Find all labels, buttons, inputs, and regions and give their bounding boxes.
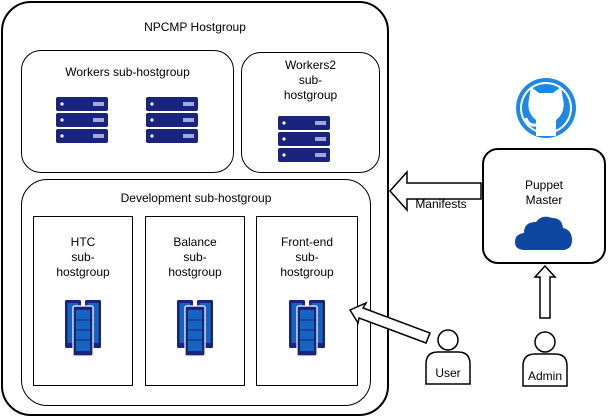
- puppet-master-title: Puppet Master: [524, 178, 564, 207]
- htc-sub-hostgroup: [33, 216, 133, 386]
- user-arrow: [348, 301, 431, 344]
- virtual-server-icon: [64, 299, 102, 357]
- user-label-overlay: User: [435, 366, 461, 380]
- manifests-label: Manifests: [415, 197, 467, 211]
- balance-title: Balance sub- hostgroup: [168, 235, 222, 279]
- admin-arrow: [533, 264, 557, 319]
- gitlab-label-overlay: Gitlab: [531, 99, 561, 111]
- manifests-arrow: [388, 170, 482, 212]
- rack-server-icon: [146, 97, 198, 143]
- workers-sub-hostgroup: [21, 50, 234, 173]
- rack-server-icon: [56, 97, 108, 143]
- npcmp-hostgroup-title: NPCMP Hostgroup: [144, 20, 246, 34]
- workers-title: Workers sub-hostgroup: [65, 65, 190, 79]
- virtual-server-icon: [176, 299, 214, 357]
- admin-label-overlay: Admin: [527, 369, 562, 383]
- development-title: Development sub-hostgroup: [120, 191, 272, 205]
- github-octocat-icon: [516, 78, 576, 138]
- cloud-icon: [515, 216, 572, 250]
- rack-server-icon: [278, 116, 330, 162]
- frontend-sub-hostgroup: [256, 216, 358, 386]
- puppet-master-box: [482, 148, 606, 264]
- workers2-title: Workers2 sub- hostgroup: [283, 58, 338, 102]
- frontend-title: Front-end sub- hostgroup: [280, 235, 334, 279]
- htc-title: HTC sub- hostgroup: [56, 235, 110, 279]
- virtual-server-icon: [288, 299, 326, 357]
- balance-sub-hostgroup: [145, 216, 245, 386]
